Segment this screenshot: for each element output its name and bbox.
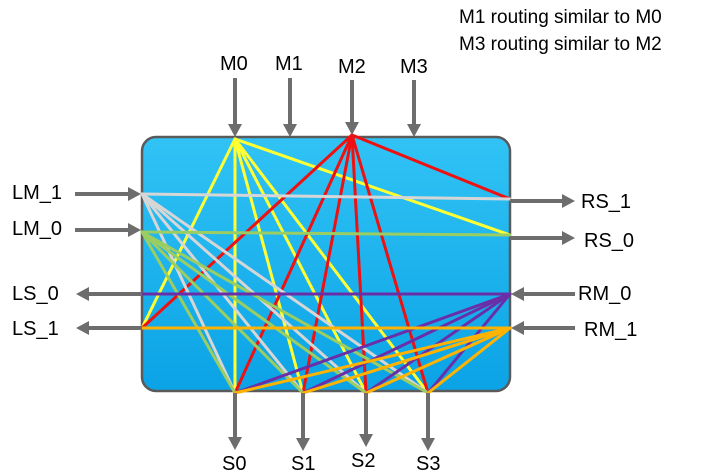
route-rm1-to-s1 (301, 326, 512, 395)
arrow-m0 (228, 78, 242, 137)
route-rm0-to-s1 (301, 292, 512, 395)
arrow-rm0 (511, 287, 575, 301)
port-arrows (75, 78, 575, 451)
route-rm1-to-s2 (364, 326, 512, 395)
port-label-s0: S0 (222, 453, 246, 475)
port-label-rm0: RM_0 (578, 283, 631, 305)
route-lm0-to-rs0 (140, 230, 512, 237)
right-port-labels: RS_1 RS_0 RM_0 RM_1 (578, 191, 637, 341)
route-m0-to-s3 (233, 137, 430, 395)
port-label-s3: S3 (416, 453, 440, 475)
arrow-m2 (345, 80, 359, 135)
route-rm1-to-s0 (233, 326, 512, 395)
arrow-m3 (407, 80, 421, 137)
route-lm1-to-rs1 (140, 192, 512, 201)
port-label-m3: M3 (400, 56, 428, 78)
arrow-s3 (421, 393, 435, 451)
port-label-ls0: LS_0 (12, 283, 59, 305)
port-label-rs0: RS_0 (584, 230, 634, 252)
arrow-rs0 (510, 231, 575, 245)
route-lm0-to-s3 (140, 230, 430, 395)
arrow-rm1 (511, 321, 575, 335)
route-m0-to-s1 (233, 137, 305, 395)
route-m0-to-s2 (233, 137, 368, 395)
port-label-m1: M1 (275, 53, 303, 75)
route-rm0-to-s3 (426, 292, 512, 395)
arrow-lm0 (75, 223, 141, 237)
route-m2-to-rs1 (350, 133, 512, 201)
bottom-port-labels: S0 S1 S2 S3 (222, 450, 440, 475)
route-lm0-to-s1 (140, 230, 305, 395)
port-label-ls1: LS_1 (12, 318, 59, 340)
arrow-s0 (228, 393, 242, 450)
arrow-lm1 (75, 187, 141, 201)
top-port-labels: M0 M1 M2 M3 (220, 53, 428, 78)
port-label-rs1: RS_1 (581, 191, 631, 213)
port-label-m0: M0 (220, 53, 248, 75)
port-label-s2: S2 (351, 450, 375, 472)
arrow-s2 (359, 393, 373, 447)
port-label-rm1: RM_1 (584, 319, 637, 341)
route-m2-to-s0 (233, 133, 354, 395)
arrow-ls1 (76, 321, 142, 335)
note-m1: M1 routing similar to M0 (459, 7, 662, 28)
route-rm0-to-s0 (233, 292, 512, 395)
route-m0-to-rs0 (233, 137, 512, 237)
arrow-s1 (296, 393, 310, 451)
left-port-labels: LM_1 LM_0 LS_0 LS_1 (12, 182, 62, 340)
port-label-s1: S1 (291, 453, 315, 475)
note-m3: M3 routing similar to M2 (459, 34, 662, 55)
port-label-m2: M2 (338, 56, 366, 78)
route-lm0-to-s2 (140, 230, 368, 395)
arrow-m1 (283, 78, 297, 137)
arrow-ls0 (76, 287, 142, 301)
port-label-lm1: LM_1 (12, 182, 62, 204)
port-label-lm0: LM_0 (12, 218, 62, 240)
route-m2-to-s1 (301, 133, 354, 395)
routing-lines (140, 133, 512, 395)
arrow-rs1 (510, 194, 575, 208)
route-rm1-to-s3 (426, 326, 512, 395)
route-lm0-to-s0 (140, 230, 237, 395)
